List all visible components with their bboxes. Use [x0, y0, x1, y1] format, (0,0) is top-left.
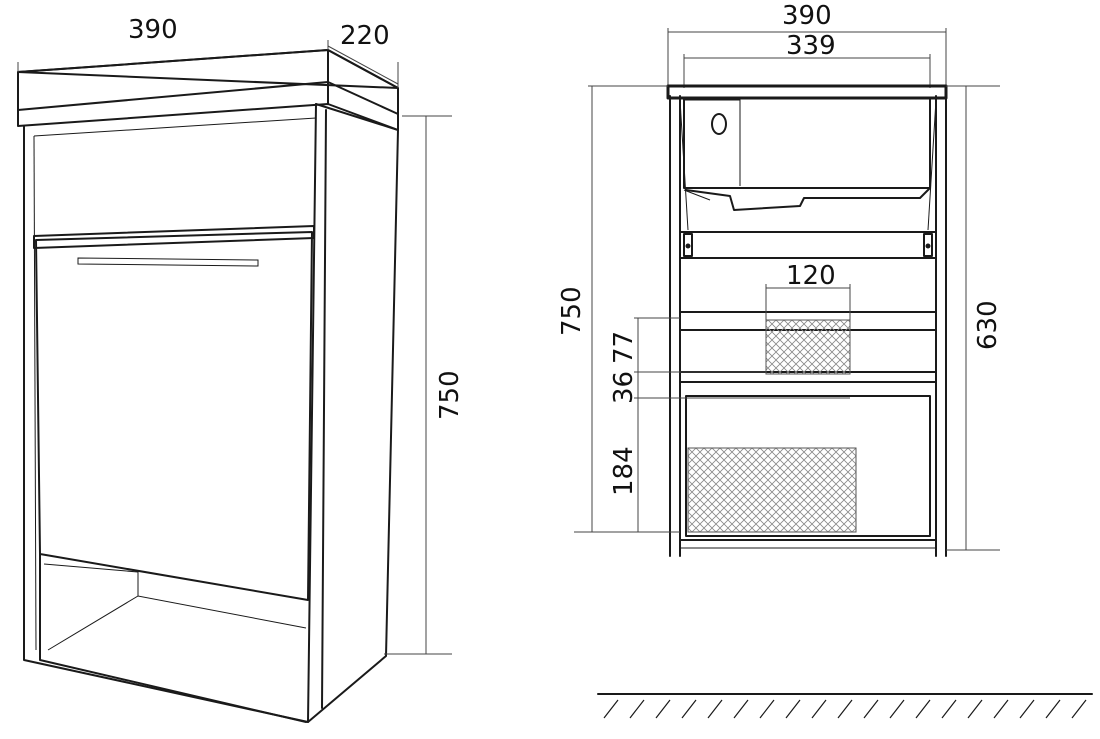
floor-hatch-stroke — [993, 699, 1009, 719]
countertop-top — [17, 49, 399, 89]
open-shelf — [39, 553, 307, 723]
lower-basket-label: 184 — [609, 446, 639, 496]
bracket-right — [923, 233, 933, 257]
floor-hatch-stroke — [1045, 699, 1061, 719]
front-height-label: 750 — [557, 286, 587, 336]
floor-hatch-stroke — [915, 699, 931, 719]
countertop-front — [17, 49, 329, 111]
sink-top — [666, 84, 948, 100]
floor-hatch-stroke — [629, 699, 645, 719]
overflow-hole — [711, 113, 727, 135]
upper-basket — [765, 319, 851, 375]
sink-basin — [683, 97, 931, 189]
lower-compartment — [685, 395, 931, 537]
countertop-side — [327, 49, 399, 115]
floor-hatch-stroke — [603, 699, 619, 719]
floor-hatch-stroke — [681, 699, 697, 719]
cabinet-side-panel — [307, 103, 399, 723]
floor-hatch-stroke — [811, 699, 827, 719]
perspective-view: 390 220 750 — [17, 15, 465, 723]
front-view: 390 339 120 — [557, 1, 1003, 557]
gap-label: 36 — [609, 371, 639, 404]
drawer-front — [33, 225, 315, 249]
floor-hatch-stroke — [707, 699, 723, 719]
floor-hatch-stroke — [785, 699, 801, 719]
basket-height-label: 77 — [609, 331, 639, 364]
floor-hatch-stroke — [837, 699, 853, 719]
door-handle — [77, 257, 259, 267]
floor-hatch-stroke — [967, 699, 983, 719]
countertop-bottom-edge — [17, 103, 399, 131]
floor-hatch-stroke — [889, 699, 905, 719]
perspective-width-label: 390 — [128, 15, 178, 45]
lower-basket — [687, 447, 857, 533]
bracket-left — [683, 233, 693, 257]
front-inner-width-label: 339 — [786, 31, 836, 61]
floor-hatch-stroke — [655, 699, 671, 719]
perspective-height-label: 750 — [435, 370, 465, 420]
floor-hatch-stroke — [733, 699, 749, 719]
cabinet-front-frame — [23, 103, 317, 723]
floor-hatch-stroke — [941, 699, 957, 719]
door-panel — [35, 231, 313, 601]
floor-hatch-stroke — [1019, 699, 1035, 719]
floor-hatch-stroke — [863, 699, 879, 719]
floor-hatch-stroke — [759, 699, 775, 719]
perspective-depth-label: 220 — [340, 21, 390, 51]
basin-underside — [685, 187, 931, 211]
floor-hatch-stroke — [1071, 699, 1087, 719]
front-width-label: 390 — [782, 1, 832, 31]
floor-symbol — [597, 693, 1093, 719]
right-height-label: 630 — [973, 300, 1003, 350]
basket-width-label: 120 — [786, 261, 836, 291]
